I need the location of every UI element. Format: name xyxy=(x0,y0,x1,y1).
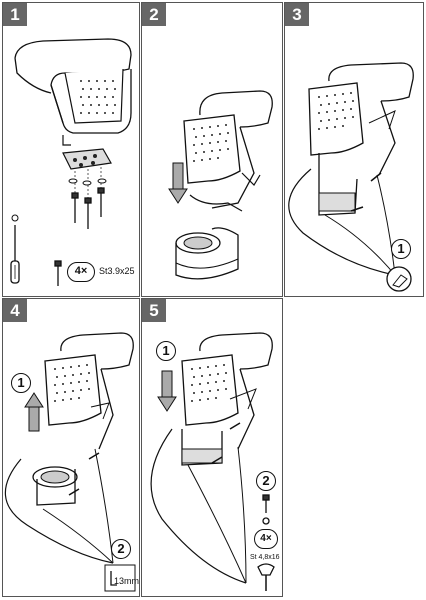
step-badge-2: 2 xyxy=(256,471,276,491)
wrench-box xyxy=(104,564,136,592)
step-badge-1: 1 xyxy=(11,373,31,393)
step-badge-1: 1 xyxy=(156,341,176,361)
down-arrow-icon xyxy=(157,370,177,412)
quantity-badge: 4× xyxy=(67,262,95,282)
screwdriver-icon xyxy=(392,274,408,288)
step-badge: 1 xyxy=(391,239,411,259)
armrest-tilt-illustration xyxy=(288,62,414,292)
armrest-lift-illustration xyxy=(168,90,273,280)
panel-number: 3 xyxy=(285,3,309,26)
upholstery-pattern xyxy=(80,80,116,114)
panel-number: 2 xyxy=(142,3,166,26)
panel-number: 1 xyxy=(3,3,27,26)
panel-number: 4 xyxy=(3,299,27,322)
step-badge-2: 2 xyxy=(111,539,131,559)
armrest-exploded-illustration xyxy=(10,38,132,286)
armrest-install-illustration xyxy=(150,332,275,591)
wrench-icon xyxy=(110,571,117,586)
wrench-size-label: 13mm xyxy=(114,576,140,586)
panel-4: 4 1 2 13mm xyxy=(2,298,140,597)
screw-head-icon xyxy=(257,563,275,591)
panel-5: 5 xyxy=(141,298,283,597)
panel-number: 5 xyxy=(142,299,166,322)
screw-icon xyxy=(262,494,270,525)
screw-set xyxy=(71,187,105,229)
up-arrow-icon xyxy=(24,392,44,432)
panel-3: 3 1 xyxy=(284,2,424,297)
armrest-removal-illustration xyxy=(4,332,136,592)
panel-1: 1 xyxy=(2,2,140,297)
screwdriver-icon xyxy=(10,225,20,284)
down-arrow-icon xyxy=(168,162,188,204)
panel-2: 2 xyxy=(141,2,283,297)
screw-spec-label: St3.9x25 xyxy=(99,266,135,276)
quantity-badge: 4× xyxy=(254,529,278,549)
washer-icon xyxy=(11,214,19,222)
screw-icon xyxy=(54,260,62,286)
screw-spec-label: St 4,8x16 xyxy=(250,554,280,561)
